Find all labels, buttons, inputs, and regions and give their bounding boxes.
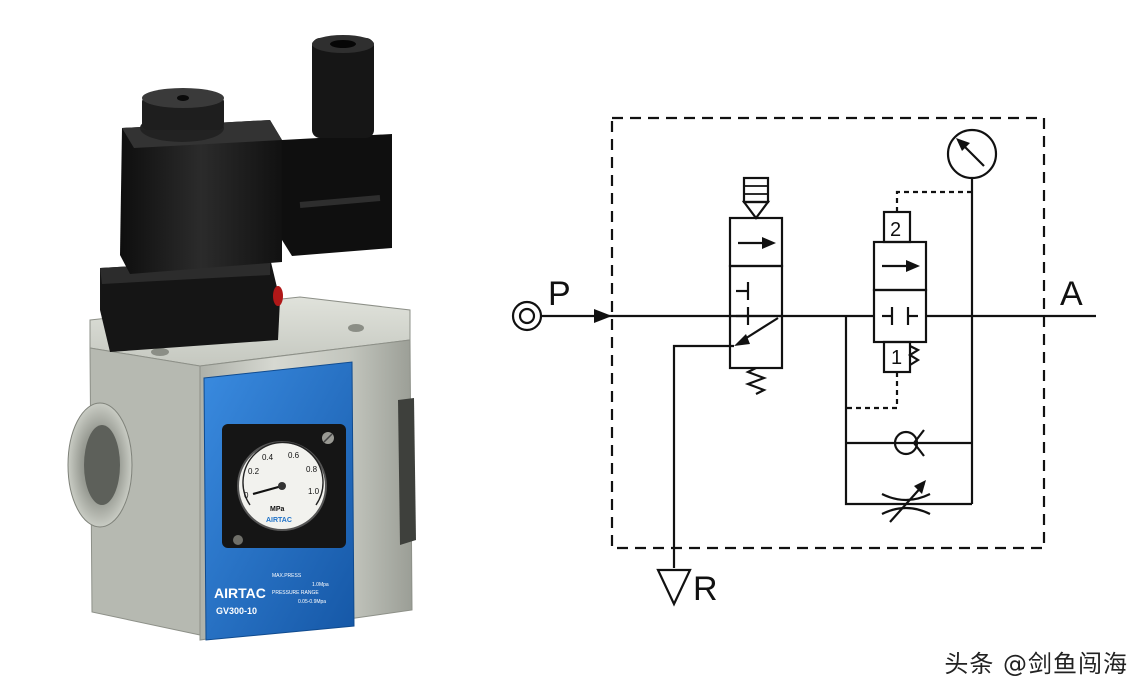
check-valve-ball (893, 430, 919, 456)
gauge-tick-4: 0.8 (306, 465, 318, 474)
port-a-label: A (1060, 275, 1083, 313)
gauge-tick-0: 0 (244, 491, 249, 500)
model-label: GV300-10 (216, 606, 257, 616)
port-p-label: P (548, 275, 571, 313)
gauge-needle (252, 484, 283, 496)
gauge-symbol-arrow (956, 138, 970, 151)
solenoid-tip (741, 200, 771, 220)
pilot-lower-box (872, 288, 928, 344)
pneumatic-schematic: P (511, 116, 1096, 608)
pilot-spring (907, 345, 921, 366)
gauge-tick-2: 0.4 (262, 453, 274, 462)
connector-cable-gland (312, 38, 374, 138)
valve-product-illustration: 0 0.2 0.4 0.6 0.8 1.0 MPa AIRTAC AIRTAC … (67, 35, 416, 641)
connector-ridge (299, 195, 381, 208)
outlet-port-ring (398, 398, 416, 545)
solenoid-valve-3-2 (728, 176, 784, 395)
bypass-loop (844, 316, 972, 506)
valve-return-spring (744, 367, 768, 395)
throttle-adjust (889, 483, 925, 523)
exhaust-line (672, 344, 734, 568)
cable-gland-hole (330, 40, 356, 48)
gauge-pivot (278, 482, 286, 490)
screw (348, 324, 364, 332)
check-valve-seat (912, 429, 925, 457)
throttle-lower (881, 506, 931, 515)
gauge-tick-3: 0.6 (288, 451, 300, 460)
port-r-label: R (693, 570, 718, 608)
spec-value-1: 1.0Mpa (312, 582, 329, 588)
brand-label: AIRTAC (214, 585, 266, 601)
gauge-unit: MPa (270, 506, 285, 513)
spec-value-2: 0.05-0.9Mpa (298, 599, 326, 605)
din-connector (282, 134, 392, 256)
exhaust-symbol (656, 568, 692, 607)
pilot-arrow-head (906, 260, 920, 272)
supply-port-symbol (511, 300, 543, 332)
gauge-arc (242, 441, 324, 506)
valve-arrow-head (762, 237, 776, 249)
throttle-adjust-arrow (914, 480, 926, 494)
pilot-signal-line-bottom (846, 372, 899, 410)
pilot-signal-line-top (895, 190, 972, 212)
pilot-valve-2-2: 2 1 (872, 210, 928, 374)
screw (151, 348, 169, 356)
spec-title-2: PRESSURE RANGE (272, 590, 319, 596)
valve-diag-arrow-head (734, 334, 750, 346)
coil-cap-screw (177, 95, 189, 101)
adjust-screw-slot (323, 433, 333, 443)
spec-title-1: MAX.PRESS (272, 573, 302, 579)
watermark: 头条 @剑鱼闯海 (944, 650, 1128, 678)
throttle-upper (881, 493, 931, 502)
pilot-port-2-label: 2 (890, 219, 901, 241)
plate-screw (233, 535, 243, 545)
gauge-tick-1: 0.2 (248, 467, 260, 476)
inlet-port-bore (84, 425, 120, 505)
supply-port-inner (518, 307, 536, 325)
red-indicator (273, 286, 283, 306)
gauge-brand: AIRTAC (266, 517, 292, 524)
gauge-tick-5: 1.0 (308, 487, 320, 496)
flow-arrow (594, 309, 612, 323)
pilot-port-1-label: 1 (891, 347, 902, 369)
valve-lower-box (728, 314, 784, 370)
solenoid-coil (120, 120, 282, 274)
component-enclosure-boundary (610, 116, 1046, 550)
solenoid-actuator (742, 176, 770, 204)
